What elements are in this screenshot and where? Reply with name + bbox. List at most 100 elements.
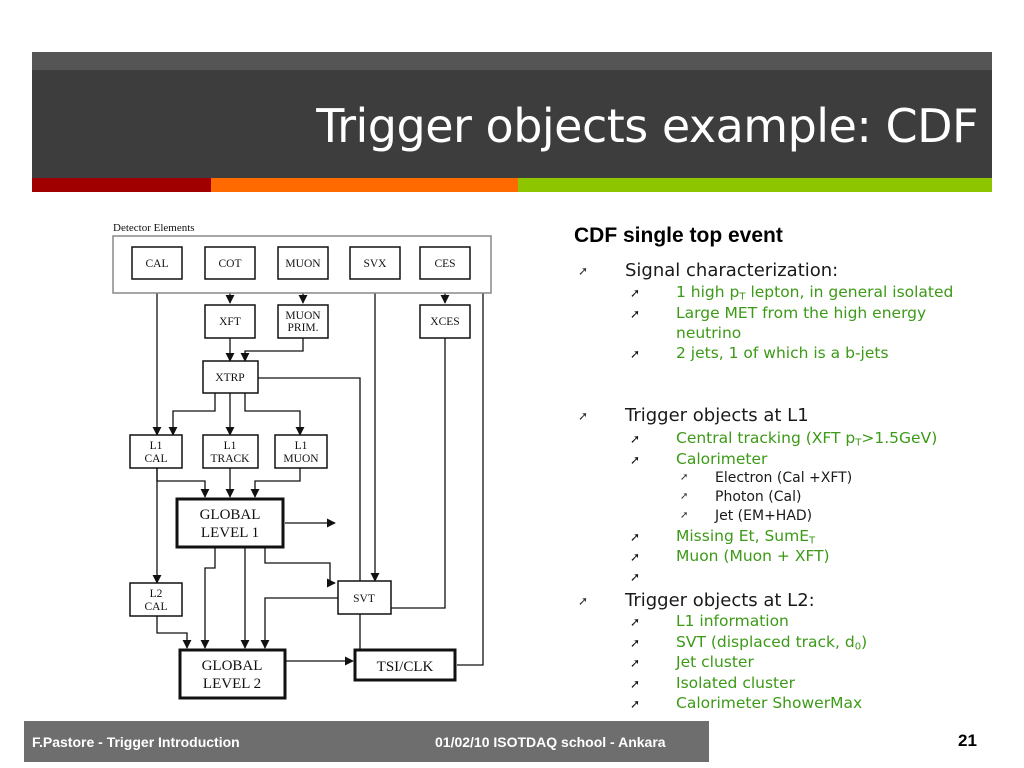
bullet-arrow-icon: ➚	[630, 570, 641, 584]
box-muon-prim	[277, 304, 329, 339]
l1-photon: Photon (Cal)	[715, 489, 802, 505]
label-tsi-clk: TSI/CLK	[377, 659, 434, 675]
box-muon	[277, 246, 329, 280]
arrow-tsi-ces	[457, 278, 488, 666]
box-xces	[419, 304, 471, 339]
label-muon-prim-1: MUON	[285, 310, 321, 322]
cdf-trigger-diagram: Detector Elements CAL COT MUON SVX CES X…	[105, 213, 497, 713]
label-svt: SVT	[353, 593, 375, 605]
label-l2-cal-1: L2	[150, 588, 163, 600]
detector-elements-label: Detector Elements	[113, 222, 195, 234]
arrow-svt-gl2	[260, 597, 338, 649]
arrow-l1cal-gl1	[156, 468, 210, 498]
bullet-arrow-icon: ➚	[630, 656, 641, 670]
label-xces: XCES	[430, 316, 459, 328]
page-number: 21	[958, 731, 977, 750]
box-xtrp	[202, 360, 259, 394]
signal-lepton: 1 high pT lepton, in general isolated	[676, 283, 954, 303]
box-xft	[204, 304, 256, 339]
box-svx	[349, 246, 401, 280]
bullet-arrow-icon: ➚	[578, 409, 589, 423]
l1-tracking: Central tracking (XFT pT>1.5GeV)	[676, 429, 938, 449]
box-l1-muon	[274, 434, 328, 469]
box-tsi-clk	[353, 648, 457, 682]
arrow-prim-xtrp	[240, 338, 304, 362]
label-l1-cal-2: CAL	[145, 453, 168, 465]
signal-met-line2: neutrino	[676, 324, 742, 342]
l2-svt: SVT (displaced track, d0)	[676, 633, 868, 653]
bullet-arrow-icon: ➚	[630, 453, 641, 467]
content-heading: CDF single top event	[574, 224, 783, 247]
label-l2-cal-2: CAL	[145, 601, 168, 613]
label-global-l1-2: LEVEL 1	[201, 525, 259, 541]
footer-bar	[24, 721, 709, 762]
label-global-l2-1: GLOBAL	[202, 658, 263, 674]
footer-event: 01/02/10 ISOTDAQ school - Ankara	[435, 734, 666, 750]
bullet-arrow-icon: ➚	[630, 286, 641, 300]
l2-jet-cluster: Jet cluster	[676, 653, 754, 671]
label-xtrp: XTRP	[215, 372, 244, 384]
stripe-green	[518, 178, 992, 192]
l1-label: Trigger objects at L1	[625, 405, 809, 426]
stripe-orange	[211, 178, 518, 192]
l1-electron: Electron (Cal +XFT)	[715, 470, 853, 486]
arrow-xtrp-l1cal	[168, 393, 216, 436]
signal-met-line1: Large MET from the high energy	[676, 304, 927, 322]
label-l1-track-2: TRACK	[211, 453, 251, 465]
slide-title: Trigger objects example: CDF	[316, 99, 978, 153]
label-ces: CES	[434, 258, 455, 270]
box-cal	[131, 246, 183, 280]
bullet-arrow-icon: ➚	[630, 347, 641, 361]
bullet-arrow-icon: ➚	[680, 510, 689, 521]
box-ces	[419, 246, 471, 280]
footer-author: F.Pastore - Trigger Introduction	[32, 734, 240, 750]
box-cot	[204, 246, 256, 280]
l1-missing-et: Missing Et, SumET	[676, 527, 816, 547]
box-l1-cal	[129, 434, 183, 469]
box-global-level-2	[178, 648, 287, 700]
bullet-arrow-icon: ➚	[630, 530, 641, 544]
bullet-arrow-icon: ➚	[680, 472, 689, 483]
arrow-l2cal-gl2	[156, 616, 192, 649]
bullet-arrow-icon: ➚	[680, 491, 689, 502]
box-global-level-1	[175, 497, 285, 549]
bullet-arrow-icon: ➚	[630, 677, 641, 691]
label-global-l1-1: GLOBAL	[200, 507, 261, 523]
l1-jet: Jet (EM+HAD)	[715, 508, 813, 524]
arrow-gl1-gl2-a	[200, 548, 216, 649]
bullet-arrow-icon: ➚	[578, 594, 589, 608]
label-global-l2-2: LEVEL 2	[203, 676, 261, 692]
label-cot: COT	[219, 258, 242, 270]
label-xft: XFT	[219, 316, 241, 328]
bullet-arrow-icon: ➚	[630, 697, 641, 711]
l1-calorimeter: Calorimeter	[676, 450, 768, 468]
l2-l1info: L1 information	[676, 612, 789, 630]
box-l2-cal	[129, 582, 183, 617]
l2-isolated-cluster: Isolated cluster	[676, 674, 796, 692]
bullet-arrow-icon: ➚	[630, 432, 641, 446]
bullet-arrow-icon: ➚	[630, 615, 641, 629]
label-muon: MUON	[285, 258, 321, 270]
arrow-gl1-svt	[264, 548, 336, 588]
signal-jets: 2 jets, 1 of which is a b-jets	[676, 344, 889, 362]
arrow-l1muon-gl1	[250, 468, 301, 498]
l2-label: Trigger objects at L2:	[625, 590, 815, 611]
title-bar-top-band	[32, 52, 992, 70]
box-l1-track	[202, 434, 259, 469]
stripe-red	[32, 178, 211, 192]
box-svt	[337, 580, 392, 615]
label-cal: CAL	[146, 258, 169, 270]
bullet-arrow-icon: ➚	[630, 550, 641, 564]
bullet-arrow-icon: ➚	[630, 636, 641, 650]
label-l1-muon-1: L1	[295, 440, 308, 452]
label-muon-prim-2: PRIM.	[288, 322, 319, 334]
label-l1-muon-2: MUON	[283, 453, 319, 465]
arrow-xtrp-l1muon	[244, 393, 305, 436]
label-l1-cal-1: L1	[150, 440, 163, 452]
label-svx: SVX	[363, 258, 387, 270]
label-l1-track-1: L1	[224, 440, 237, 452]
bullet-arrow-icon: ➚	[630, 307, 641, 321]
l1-muon: Muon (Muon + XFT)	[676, 547, 830, 565]
title-bar	[32, 52, 992, 178]
l2-showermax: Calorimeter ShowerMax	[676, 694, 863, 712]
